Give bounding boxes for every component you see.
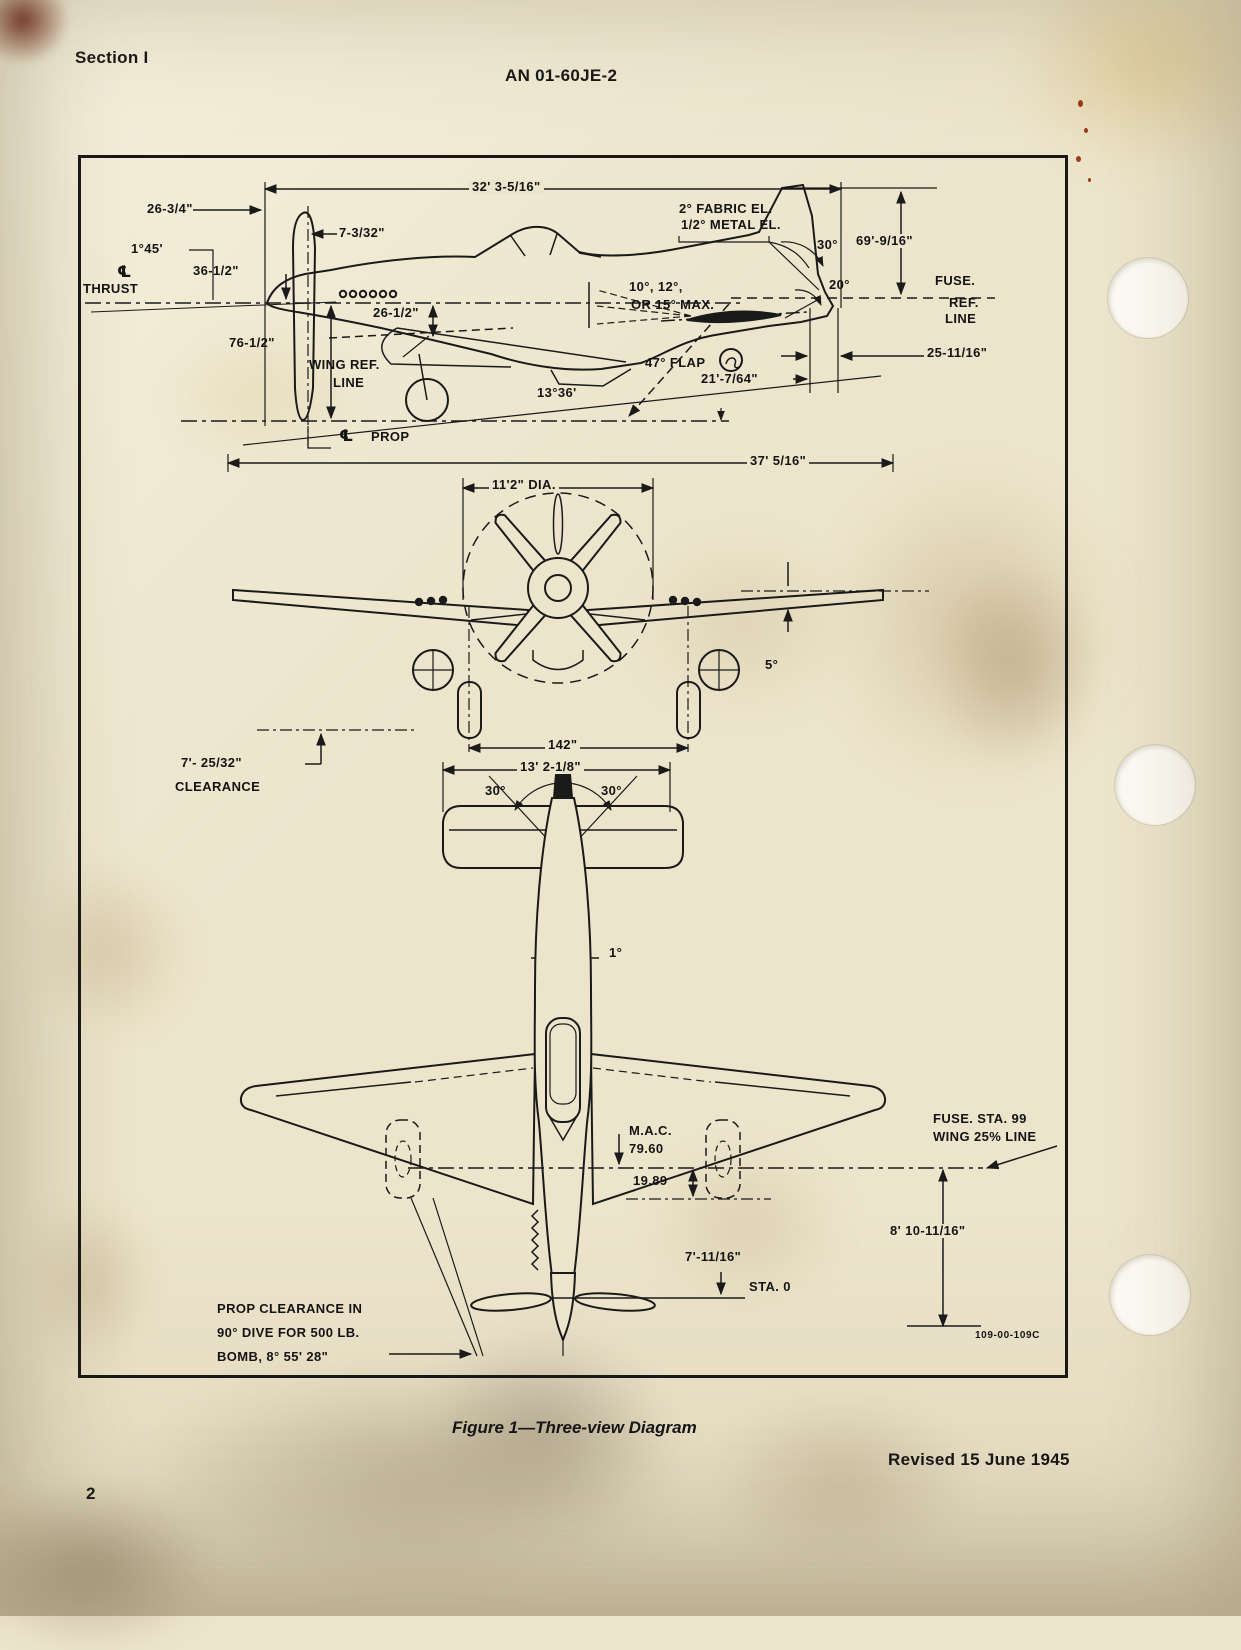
dim-dihedral: 5°: [765, 657, 779, 672]
figure-caption: Figure 1—Three-view Diagram: [452, 1418, 697, 1437]
rust-speck: [1088, 178, 1091, 182]
doc-number: AN 01-60JE-2: [505, 66, 618, 85]
dim-rudder-up: 30°: [817, 237, 838, 252]
dim-spinner-to-ref: 26-3/4": [147, 201, 193, 216]
dive-clearance-note: PROP CLEARANCE IN: [217, 1301, 363, 1316]
dim-thrust-angle: 1°45': [131, 241, 163, 256]
stab-settings-note: 10°, 12°,: [629, 279, 683, 294]
prop-cl-label: PROP: [371, 429, 410, 444]
fuse-station-note: FUSE. STA. 99: [933, 1111, 1027, 1126]
fuse-ref-label: FUSE.: [935, 273, 976, 288]
stain: [1010, 0, 1241, 180]
stain: [0, 1480, 220, 1650]
dim-prop-plane-offset: 7-3/32": [339, 225, 385, 240]
elevator-fabric-note: 2° FABRIC EL.: [679, 201, 773, 216]
dim-overall-length: 32' 3-5/16": [469, 179, 544, 195]
stain: [130, 1360, 710, 1590]
punch-hole: [1110, 1255, 1190, 1335]
dim-prop-ground: 76-1/2": [229, 335, 275, 350]
front-view: [226, 454, 929, 765]
drawing-ref: 109-00-109C: [975, 1330, 1040, 1341]
dim-sta0-to-wing: 8' 10-11/16": [887, 1223, 969, 1239]
dim-flap-deflection: 47° FLAP: [645, 355, 706, 370]
dim-tail-arm: 21'-7/64": [701, 371, 758, 386]
dim-prop-diameter: 11'2" DIA.: [489, 477, 559, 493]
dim-tail-height: 69'-9/16": [853, 233, 916, 249]
stain: [700, 1390, 980, 1570]
rust-speck: [1076, 156, 1081, 162]
punch-hole: [1115, 745, 1195, 825]
dim-prop-clearance2: CLEARANCE: [175, 779, 261, 794]
figure-frame: 32' 3-5/16" 26-3/4" 7-3/32" 1°45' 36-1/2…: [78, 155, 1068, 1378]
dim-rudder-throw-right: 30°: [601, 783, 622, 798]
revision-note: Revised 15 June 1945: [888, 1450, 1070, 1469]
mac-label: M.A.C.: [629, 1123, 672, 1138]
wing-25-note: WING 25% LINE: [933, 1129, 1037, 1144]
dim-elevator-down: 20°: [829, 277, 850, 292]
dim-nose-to-sta0: 7'-11/16": [685, 1249, 742, 1264]
stab-settings-note2: OR 15° MAX.: [631, 297, 715, 312]
dim-wing-span: 37' 5/16": [747, 453, 810, 469]
side-view: [85, 182, 995, 449]
dim-ground-angle: 13°36': [537, 385, 577, 400]
mac-station: 19.89: [633, 1173, 668, 1188]
dim-rudder-arm: 25-11/16": [927, 345, 988, 360]
dim-stab-span: 13' 2-1/8": [517, 759, 584, 775]
dim-wing-ref-offset: 26-1/2": [373, 305, 419, 320]
thrust-line-label: THRUST: [83, 281, 139, 296]
centerline-icon: ℄: [117, 262, 132, 281]
mac-length: 79.60: [629, 1141, 664, 1156]
dim-rudder-throw-left: 30°: [485, 783, 506, 798]
rust-speck: [1084, 128, 1088, 133]
stain: [0, 0, 70, 65]
elevator-metal-note: 1/2° METAL EL.: [681, 217, 781, 232]
station-zero-label: STA. 0: [749, 1279, 791, 1294]
rust-speck: [1078, 100, 1083, 107]
dive-clearance-note3: BOMB, 8° 55' 28": [217, 1349, 329, 1364]
wing-ref-line-label2: LINE: [333, 375, 365, 390]
centerline-icon: ℄: [339, 426, 354, 445]
dim-fin-offset: 1°: [609, 945, 623, 960]
wing-ref-line-label: WING REF.: [309, 357, 380, 372]
dim-prop-clearance: 7'- 25/32": [181, 755, 242, 770]
dive-clearance-note2: 90° DIVE FOR 500 LB.: [217, 1325, 360, 1340]
punch-hole: [1108, 258, 1188, 338]
section-header: Section I: [75, 48, 149, 67]
fuse-ref-label3: LINE: [945, 311, 977, 326]
dim-prop-center-height: 36-1/2": [193, 263, 239, 278]
top-view: [239, 762, 1058, 1359]
fuse-ref-label2: REF.: [949, 295, 979, 310]
page-number: 2: [86, 1484, 96, 1503]
dim-wheel-track: 142": [545, 737, 581, 753]
